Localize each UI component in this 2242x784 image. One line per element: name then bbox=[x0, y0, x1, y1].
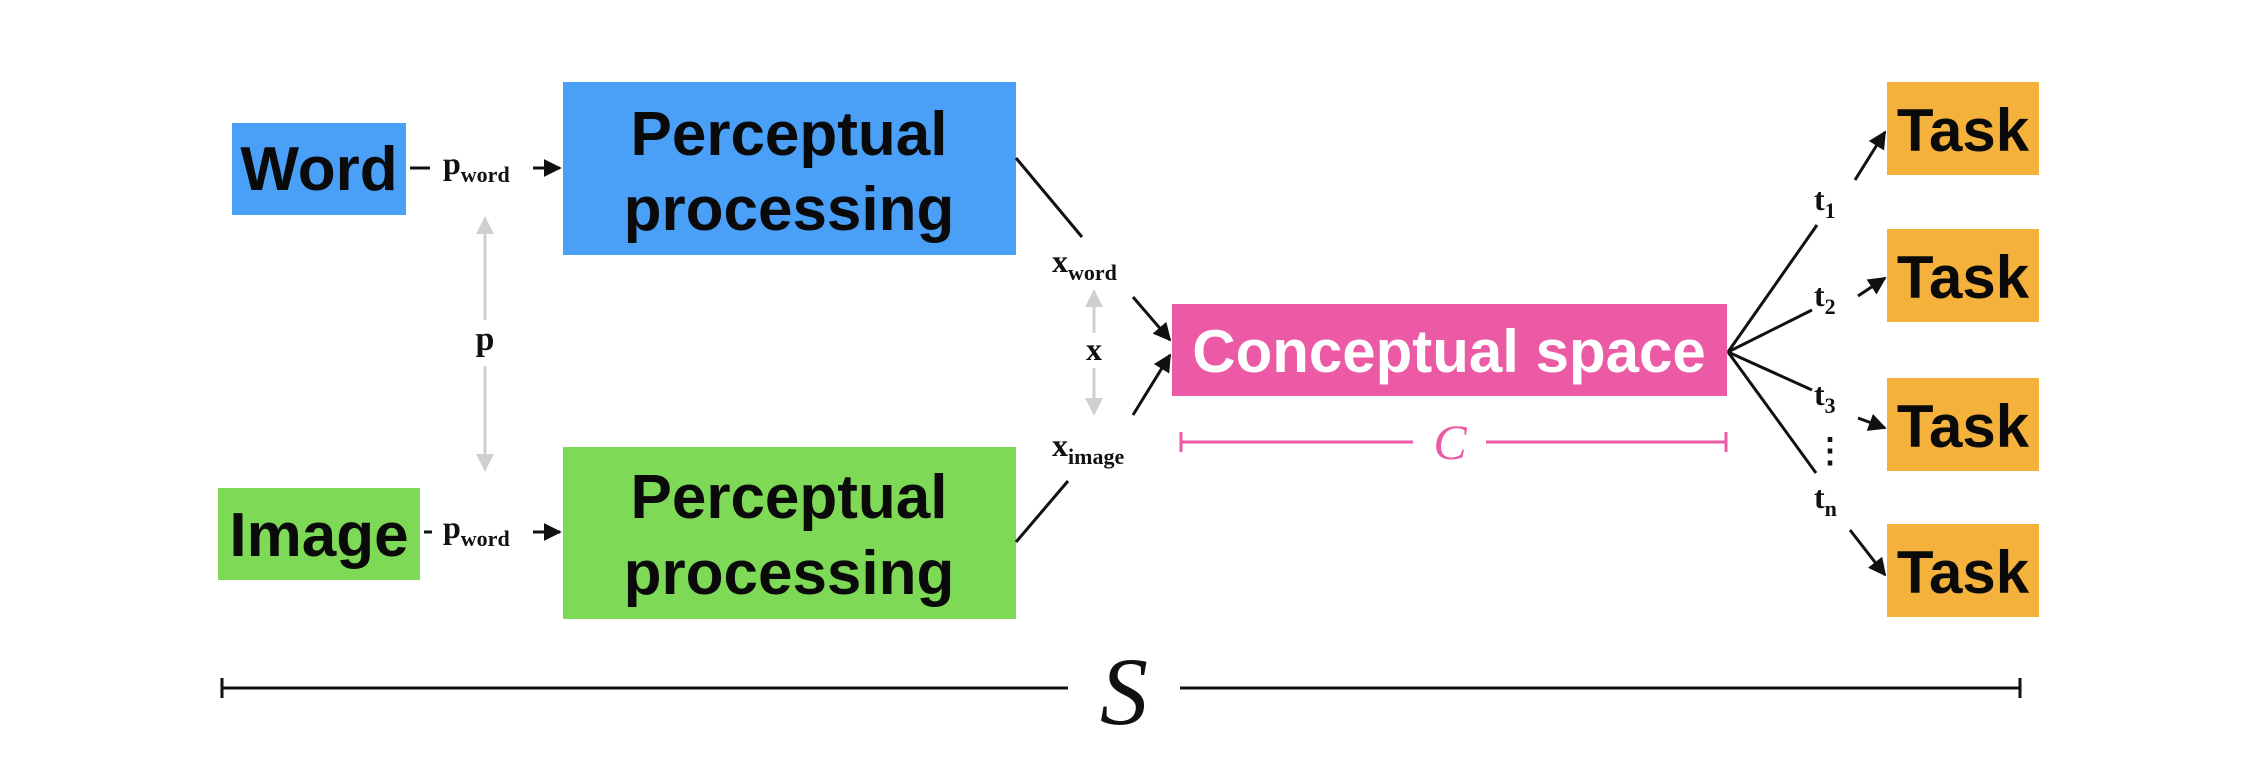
x-word-label: xword bbox=[1052, 243, 1117, 285]
bottom-perceptual-to-ximage-line bbox=[1014, 480, 1070, 543]
t3-sub: 3 bbox=[1825, 393, 1836, 418]
perceptual-processing-top-line1: Perceptual bbox=[630, 100, 947, 169]
p-word-bottom-sub: word bbox=[461, 526, 510, 551]
fan-to-t2-line bbox=[1727, 308, 1813, 354]
task-box-4 bbox=[1887, 524, 2039, 617]
system-span-bracket bbox=[220, 678, 2022, 698]
fan-to-tn-line bbox=[1726, 351, 1818, 474]
p-word-top-label: pword bbox=[443, 145, 510, 187]
tn-main: t bbox=[1814, 479, 1825, 515]
x-image-label: ximage bbox=[1052, 427, 1124, 469]
t2-sub: 2 bbox=[1825, 294, 1836, 319]
t1-main: t bbox=[1814, 181, 1825, 217]
word-label: Word bbox=[240, 135, 397, 204]
conceptual-space-box bbox=[1172, 304, 1727, 396]
t3-to-task3-arrow bbox=[1857, 413, 1887, 431]
perceptual-processing-top-box bbox=[563, 82, 1016, 255]
x-word-sub: word bbox=[1068, 260, 1117, 285]
perceptual-processing-top-line2: processing bbox=[624, 175, 955, 244]
task-label-1: Task bbox=[1897, 97, 2030, 164]
p-word-bottom-main: p bbox=[443, 509, 461, 545]
fan-to-t1-line bbox=[1726, 224, 1819, 353]
tn-sub: n bbox=[1825, 496, 1837, 521]
image-label: Image bbox=[229, 501, 408, 570]
task-box-1 bbox=[1887, 82, 2039, 175]
p-word-top-sub: word bbox=[461, 162, 510, 187]
s-span-label: S bbox=[1100, 638, 1148, 745]
x-label: x bbox=[1086, 331, 1102, 367]
word-box bbox=[232, 123, 406, 215]
ximage-to-conceptual-arrow bbox=[1131, 353, 1172, 416]
perceptual-processing-bottom-line2: processing bbox=[624, 539, 955, 608]
fan-to-t3-line bbox=[1727, 350, 1813, 392]
t1-sub: 1 bbox=[1825, 198, 1836, 223]
top-perceptual-to-xword-line bbox=[1014, 157, 1084, 238]
tn-label: tn bbox=[1814, 479, 1837, 521]
p-word-bottom-label: pword bbox=[443, 509, 510, 551]
x-word-main: x bbox=[1052, 243, 1068, 279]
perceptual-processing-bottom-line1: Perceptual bbox=[630, 463, 947, 532]
c-span-label: C bbox=[1433, 414, 1467, 470]
conceptual-space-label: Conceptual space bbox=[1192, 318, 1706, 385]
t2-label: t2 bbox=[1814, 277, 1836, 319]
task-box-3 bbox=[1887, 378, 2039, 471]
t2-to-task2-arrow bbox=[1857, 276, 1887, 298]
t3-label: t3 bbox=[1814, 376, 1836, 418]
task-ellipsis: ⋮ bbox=[1813, 433, 1847, 470]
t2-main: t bbox=[1814, 277, 1825, 313]
xword-to-conceptual-arrow bbox=[1131, 296, 1172, 342]
t1-to-task1-arrow bbox=[1853, 130, 1887, 181]
task-label-4: Task bbox=[1897, 539, 2030, 606]
tn-to-task4-arrow bbox=[1848, 529, 1887, 577]
p-word-top-main: p bbox=[443, 145, 461, 181]
p-label: p bbox=[476, 321, 495, 358]
task-box-2 bbox=[1887, 229, 2039, 322]
task-label-2: Task bbox=[1897, 244, 2030, 311]
t3-main: t bbox=[1814, 376, 1825, 412]
image-box bbox=[218, 488, 420, 580]
perceptual-processing-bottom-box bbox=[563, 447, 1016, 619]
conceptual-span-bracket bbox=[1179, 432, 1728, 452]
t1-label: t1 bbox=[1814, 181, 1836, 223]
x-image-main: x bbox=[1052, 427, 1068, 463]
task-label-3: Task bbox=[1897, 393, 2030, 460]
x-image-sub: image bbox=[1068, 444, 1124, 469]
